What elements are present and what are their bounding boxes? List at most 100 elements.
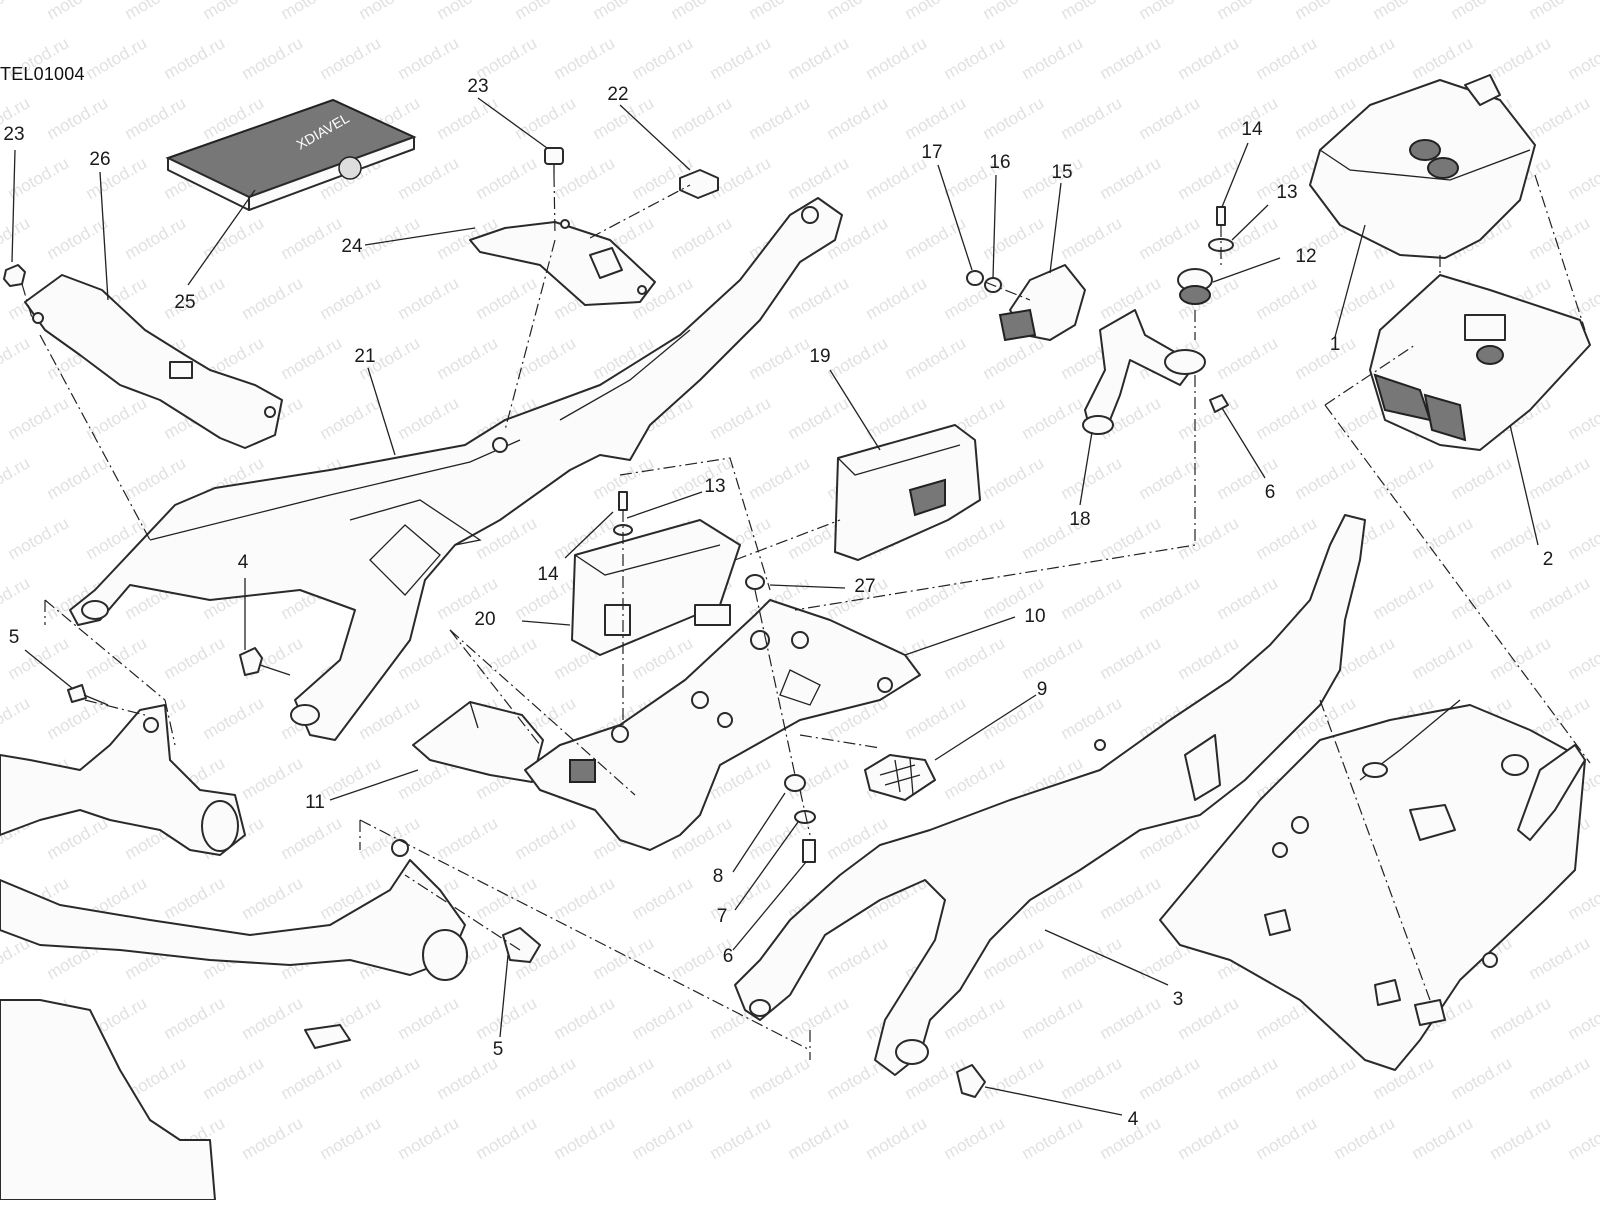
watermark-text: motod.ru: [122, 93, 190, 143]
watermark-text: motod.ru: [356, 1053, 424, 1103]
watermark-text: motod.ru: [1058, 213, 1126, 263]
screw-part-14-lower: [619, 492, 627, 510]
watermark-text: motod.ru: [1097, 33, 1165, 83]
watermark-text: motod.ru: [239, 33, 307, 83]
watermark-text: motod.ru: [122, 0, 190, 23]
watermark-text: motod.ru: [1214, 0, 1282, 23]
watermark-text: motod.ru: [824, 933, 892, 983]
callout-c-4a: 4: [238, 552, 249, 573]
watermark-text: motod.ru: [785, 153, 853, 203]
watermark-text: motod.ru: [473, 1113, 541, 1163]
watermark-text: motod.ru: [1214, 573, 1282, 623]
watermark-text: motod.ru: [317, 273, 385, 323]
watermark-text: motod.ru: [1331, 1113, 1399, 1163]
watermark-text: motod.ru: [551, 1113, 619, 1163]
watermark-text: motod.ru: [1175, 633, 1243, 683]
watermark-text: motod.ru: [785, 393, 853, 443]
watermark-text: motod.ru: [200, 1053, 268, 1103]
callout-c-23b: 23: [467, 76, 488, 97]
watermark-text: motod.ru: [629, 33, 697, 83]
watermark-text: motod.ru: [161, 993, 229, 1043]
watermark-text: motod.ru: [434, 1053, 502, 1103]
callout-c-7: 7: [717, 906, 728, 927]
watermark-text: motod.ru: [707, 33, 775, 83]
callout-c-22: 22: [607, 84, 628, 105]
watermark-text: motod.ru: [902, 693, 970, 743]
callout-c-18: 18: [1069, 509, 1090, 530]
grommet-part-27: [746, 575, 764, 589]
watermark-text: motod.ru: [1409, 513, 1477, 563]
watermark-text: motod.ru: [434, 333, 502, 383]
watermark-text: motod.ru: [980, 1053, 1048, 1103]
watermark-text: motod.ru: [473, 993, 541, 1043]
callout-c-12: 12: [1295, 246, 1316, 267]
callout-c-3: 3: [1173, 989, 1184, 1010]
watermark-text: motod.ru: [590, 0, 658, 23]
watermark-text: motod.ru: [863, 33, 931, 83]
watermark-text: motod.ru: [200, 0, 268, 23]
watermark-text: motod.ru: [1175, 1113, 1243, 1163]
watermark-text: motod.ru: [278, 0, 346, 23]
grommet-part-8: [785, 775, 805, 791]
watermark-text: motod.ru: [161, 33, 229, 83]
watermark-text: motod.ru: [746, 1053, 814, 1103]
watermark-text: motod.ru: [1565, 993, 1600, 1043]
watermark-text: motod.ru: [785, 1113, 853, 1163]
callout-c-21: 21: [354, 346, 375, 367]
watermark-text: motod.ru: [1136, 93, 1204, 143]
callout-c-5b: 5: [493, 1039, 504, 1060]
screw-part-14-upper: [1217, 207, 1225, 225]
watermark-text: motod.ru: [1136, 453, 1204, 503]
watermark-text: motod.ru: [668, 1053, 736, 1103]
watermark-text: motod.ru: [1019, 993, 1087, 1043]
watermark-text: motod.ru: [1058, 0, 1126, 23]
watermark-text: motod.ru: [5, 393, 73, 443]
callout-c-19: 19: [809, 346, 830, 367]
watermark-text: motod.ru: [278, 1053, 346, 1103]
watermark-text: motod.ru: [629, 1113, 697, 1163]
watermark-text: motod.ru: [434, 813, 502, 863]
watermark-text: motod.ru: [1019, 633, 1087, 683]
nut-part-12: [1178, 269, 1212, 304]
callout-c-8: 8: [713, 866, 724, 887]
watermark-text: motod.ru: [1292, 453, 1360, 503]
screw-part-23-upper: [545, 148, 563, 175]
watermark-text: motod.ru: [1097, 513, 1165, 563]
callout-c-14b: 14: [1241, 119, 1263, 140]
watermark-text: motod.ru: [1370, 573, 1438, 623]
watermark-text: motod.ru: [1058, 1053, 1126, 1103]
watermark-text: motod.ru: [1175, 33, 1243, 83]
watermark-text: motod.ru: [1058, 93, 1126, 143]
watermark-text: motod.ru: [1526, 573, 1594, 623]
watermark-text: motod.ru: [44, 213, 112, 263]
watermark-text: motod.ru: [512, 1053, 580, 1103]
watermark-text: motod.ru: [1565, 153, 1600, 203]
watermark-text: motod.ru: [1175, 513, 1243, 563]
watermark-text: motod.ru: [1136, 573, 1204, 623]
watermark-text: motod.ru: [44, 93, 112, 143]
watermark-text: motod.ru: [1526, 453, 1594, 503]
watermark-text: motod.ru: [824, 0, 892, 23]
watermark-text: motod.ru: [980, 693, 1048, 743]
watermark-text: motod.ru: [707, 393, 775, 443]
callout-c-4b: 4: [1128, 1109, 1139, 1130]
watermark-text: motod.ru: [239, 993, 307, 1043]
callout-c-1: 1: [1330, 334, 1341, 355]
watermark-text: motod.ru: [1097, 993, 1165, 1043]
watermark-text: motod.ru: [317, 1113, 385, 1163]
watermark-text: motod.ru: [395, 993, 463, 1043]
watermark-text: motod.ru: [1526, 93, 1594, 143]
watermark-text: motod.ru: [590, 1053, 658, 1103]
watermark-text: motod.ru: [1253, 33, 1321, 83]
watermark-text: motod.ru: [239, 753, 307, 803]
watermark-text: motod.ru: [1448, 1053, 1516, 1103]
callout-c-10: 10: [1024, 606, 1045, 627]
watermark-text: motod.ru: [746, 453, 814, 503]
callout-c-11: 11: [305, 792, 325, 813]
watermark-text: motod.ru: [395, 1113, 463, 1163]
watermark-text: motod.ru: [1058, 933, 1126, 983]
watermark-text: motod.ru: [1526, 213, 1594, 263]
watermark-text: motod.ru: [161, 873, 229, 923]
